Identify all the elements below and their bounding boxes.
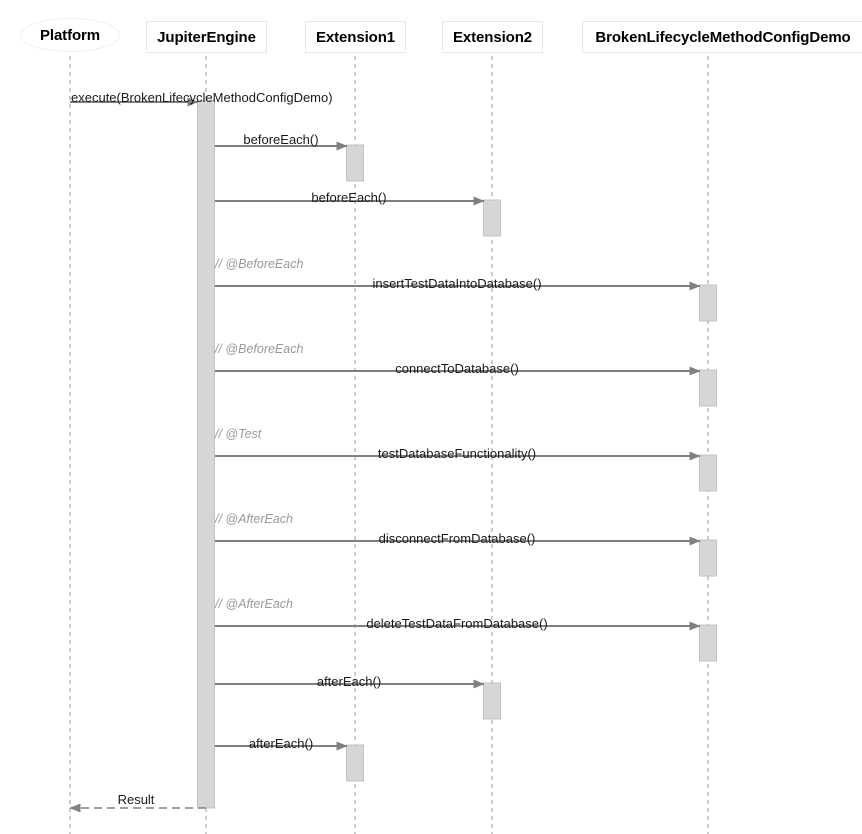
participant-label: Extension2 bbox=[452, 28, 533, 46]
lifelines-group bbox=[69, 56, 709, 834]
message-arrows-group bbox=[69, 97, 701, 813]
message-label-aftereach-ext1: afterEach() bbox=[248, 736, 314, 751]
message-label-beforeeach-ext1: beforeEach() bbox=[243, 132, 319, 147]
participant-demo[interactable]: BrokenLifecycleMethodConfigDemo bbox=[582, 21, 862, 53]
activation-bar-demo bbox=[699, 539, 717, 577]
activation-bar-engine bbox=[197, 99, 215, 809]
message-label-disconnect: disconnectFromDatabase() bbox=[378, 531, 536, 546]
activation-bar-ext1 bbox=[346, 144, 364, 182]
comment-test: // @Test bbox=[215, 427, 262, 441]
activation-bars-group bbox=[197, 99, 717, 809]
message-label-connect: connectToDatabase() bbox=[395, 361, 519, 376]
activation-bar-demo bbox=[699, 284, 717, 322]
comment-aftereach-2: // @AfterEach bbox=[215, 597, 293, 611]
message-label-delete: deleteTestDataFromDatabase() bbox=[366, 616, 548, 631]
activation-bar-ext2 bbox=[483, 199, 501, 237]
message-label-insert: insertTestDataIntoDatabase() bbox=[372, 276, 542, 291]
activation-bar-demo bbox=[699, 454, 717, 492]
participant-label: Platform bbox=[39, 26, 101, 44]
participant-platform[interactable]: Platform bbox=[20, 18, 120, 52]
participant-label: Extension1 bbox=[315, 28, 396, 46]
activation-bar-demo bbox=[699, 369, 717, 407]
participant-label: BrokenLifecycleMethodConfigDemo bbox=[595, 28, 851, 46]
message-label-beforeeach-ext2: beforeEach() bbox=[311, 190, 387, 205]
message-label-execute: execute(BrokenLifecycleMethodConfigDemo) bbox=[71, 90, 333, 105]
comment-beforeeach-1: // @BeforeEach bbox=[215, 257, 304, 271]
activation-bar-ext1 bbox=[346, 744, 364, 782]
message-label-aftereach-ext2: afterEach() bbox=[316, 674, 382, 689]
message-label-result: Result bbox=[117, 792, 155, 807]
comment-beforeeach-2: // @BeforeEach bbox=[215, 342, 304, 356]
participant-label: JupiterEngine bbox=[157, 28, 256, 46]
comment-aftereach-1: // @AfterEach bbox=[215, 512, 293, 526]
participant-engine[interactable]: JupiterEngine bbox=[146, 21, 267, 53]
message-label-test: testDatabaseFunctionality() bbox=[377, 446, 537, 461]
participant-ext2[interactable]: Extension2 bbox=[442, 21, 543, 53]
activation-bar-demo bbox=[699, 624, 717, 662]
participant-ext1[interactable]: Extension1 bbox=[305, 21, 406, 53]
activation-bar-ext2 bbox=[483, 682, 501, 720]
